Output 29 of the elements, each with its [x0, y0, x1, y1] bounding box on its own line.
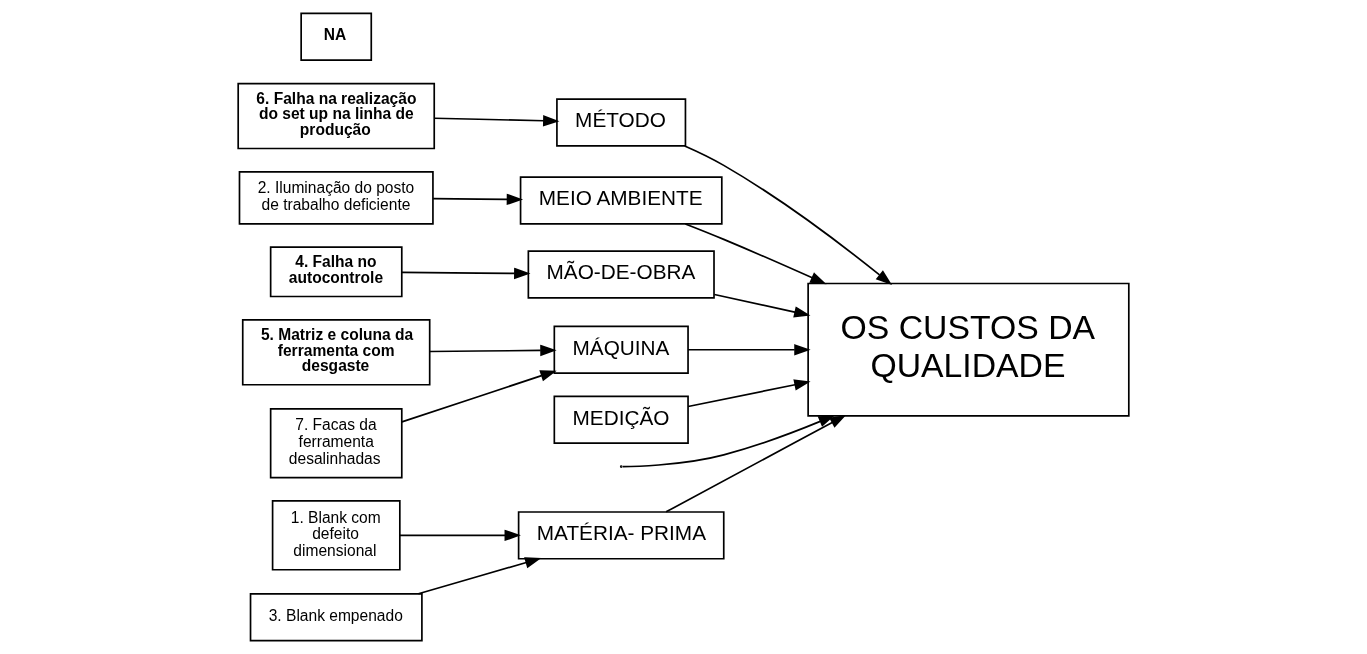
- node-box: MÃO-DE-OBRA: [527, 250, 715, 299]
- arrow: [401, 370, 557, 423]
- node-box: MEIO AMBIENTE: [519, 176, 723, 225]
- arrow: [687, 379, 811, 408]
- arrow: [433, 115, 560, 127]
- arrow: [432, 193, 524, 206]
- node-box: 3. Blank empenado: [249, 592, 423, 642]
- arrow: [621, 415, 835, 468]
- node-box: MÉTODO: [556, 98, 687, 147]
- node-box: 7. Facas da ferramenta desalinhadas: [269, 407, 403, 479]
- node-box: 2. Iluminação do posto de trabalho deficiente: [238, 171, 434, 225]
- arrow: [713, 293, 811, 318]
- node-box: MATÉRIA- PRIMA: [517, 511, 725, 560]
- arrow: [683, 145, 893, 286]
- node-box: 5. Matriz e coluna da ferramenta com desgaste: [241, 319, 431, 386]
- arrow: [687, 344, 811, 356]
- arrow: [417, 557, 542, 595]
- node-box: NA: [300, 12, 373, 62]
- arrow: [399, 529, 521, 542]
- node-box: MÁQUINA: [553, 325, 689, 374]
- node-box: 6. Falha na realização do set up na linha de produção: [237, 82, 436, 150]
- arrow: [401, 267, 531, 280]
- node-box: 1. Blank com defeito dimensional: [271, 500, 401, 571]
- node-box: 4. Falha no autocontrole: [269, 246, 403, 298]
- arrow: [429, 344, 557, 357]
- arrow: [684, 223, 827, 285]
- node-box: OS CUSTOS DA QUALIDADE: [807, 282, 1130, 417]
- arrow: [665, 414, 847, 513]
- node-box: MEDIÇÃO: [553, 395, 689, 445]
